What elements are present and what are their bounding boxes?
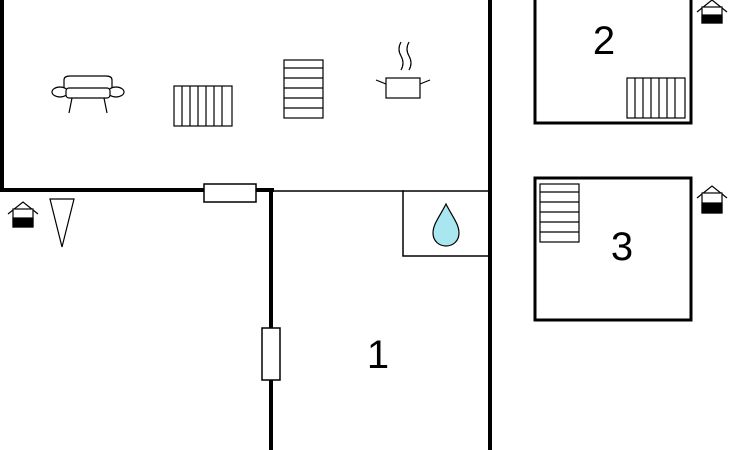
house-entrance-icon [696, 185, 728, 214]
door-horizontal [203, 183, 257, 203]
walls [0, 0, 693, 450]
room-2-label: 2 [593, 19, 615, 63]
cooking-pot-icon [375, 41, 431, 99]
room-1-label: 1 [367, 333, 389, 377]
radiator-icon [626, 77, 686, 119]
house-entrance-icon [7, 201, 39, 228]
house-entrance-icon [696, 0, 728, 24]
room-3-label: 3 [611, 225, 633, 269]
wall-room-2 [533, 0, 693, 125]
bed-icon [539, 183, 580, 243]
wall-room-3 [533, 176, 693, 322]
bed-icon [283, 59, 324, 119]
radiator-icon [173, 85, 233, 127]
triangle-marker-icon [49, 198, 75, 248]
sofa-icon [51, 75, 125, 114]
wall-bathroom [402, 190, 491, 257]
door-vertical [261, 327, 281, 381]
water-drop-icon [432, 202, 460, 247]
